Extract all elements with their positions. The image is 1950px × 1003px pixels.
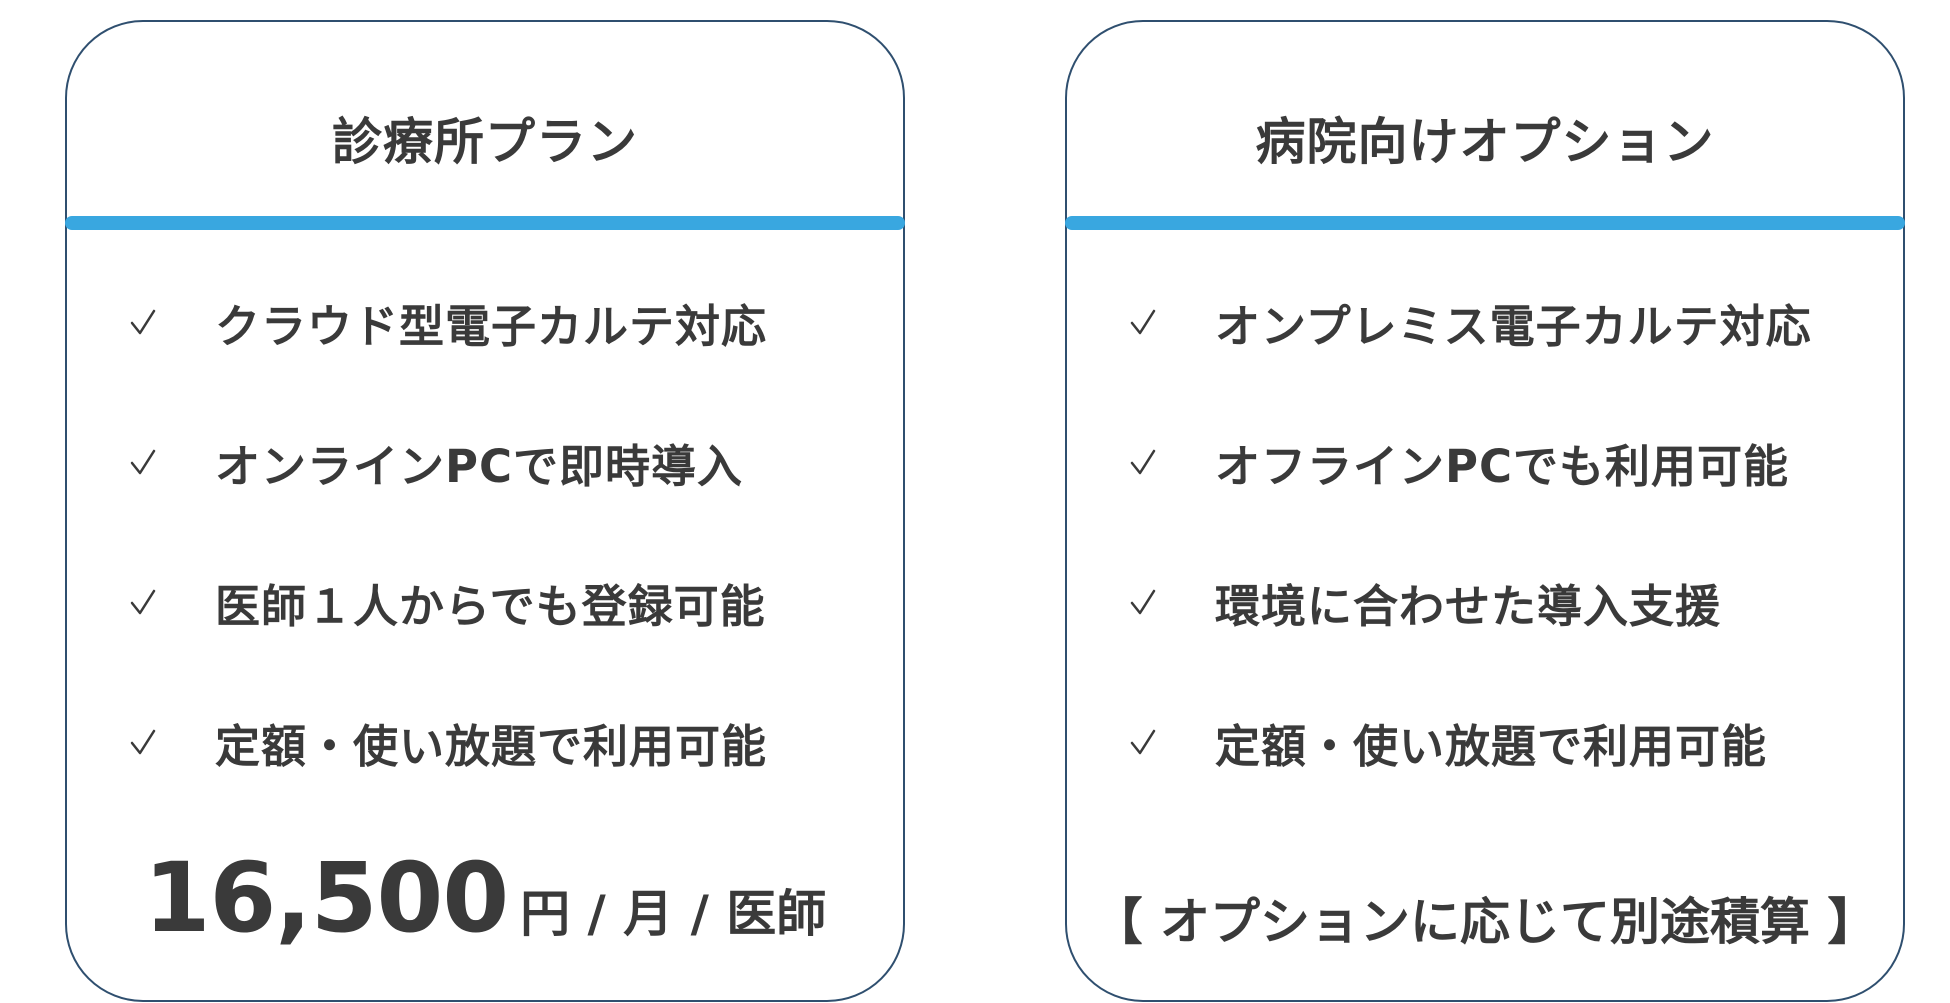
check-icon <box>1130 589 1156 615</box>
check-icon <box>130 589 156 615</box>
card-title: 診療所プラン <box>332 113 638 171</box>
feature-label: 医師１人からでも登録可能 <box>215 579 766 633</box>
feature-label: 定額・使い放題で利用可能 <box>1215 719 1768 773</box>
check-icon <box>130 449 156 475</box>
feature-label: クラウド型電子カルテ対応 <box>215 299 768 353</box>
feature-list: クラウド型電子カルテ対応 オンラインPCで即時導入 医師１人からでも登録可能 定… <box>127 252 883 812</box>
price-amount: 16,500 <box>143 842 509 954</box>
option-note: 【 オプションに応じて別途積算 】 <box>1092 893 1878 951</box>
list-item: 定額・使い放題で利用可能 <box>127 672 883 812</box>
list-item: オフラインPCでも利用可能 <box>1127 392 1883 532</box>
feature-label: オンプレミス電子カルテ対応 <box>1215 299 1812 353</box>
feature-label: 環境に合わせた導入支援 <box>1215 579 1722 633</box>
check-icon <box>1130 309 1156 335</box>
title-divider <box>1065 216 1905 230</box>
check-icon <box>130 309 156 335</box>
check-icon <box>1130 729 1156 755</box>
card-title: 病院向けオプション <box>1255 113 1715 171</box>
list-item: オンラインPCで即時導入 <box>127 392 883 532</box>
feature-label: オフラインPCでも利用可能 <box>1215 439 1790 493</box>
feature-list: オンプレミス電子カルテ対応 オフラインPCでも利用可能 環境に合わせた導入支援 … <box>1127 252 1883 812</box>
check-icon <box>1130 449 1156 475</box>
list-item: 医師１人からでも登録可能 <box>127 532 883 672</box>
list-item: オンプレミス電子カルテ対応 <box>1127 252 1883 392</box>
hospital-option-card: 病院向けオプション オンプレミス電子カルテ対応 オフラインPCでも利用可能 環境… <box>1065 20 1905 1002</box>
feature-label: 定額・使い放題で利用可能 <box>215 719 768 773</box>
price-unit: 円 / 月 / 医師 <box>520 885 827 943</box>
feature-label: オンラインPCで即時導入 <box>215 439 744 493</box>
check-icon <box>130 729 156 755</box>
list-item: 環境に合わせた導入支援 <box>1127 532 1883 672</box>
list-item: クラウド型電子カルテ対応 <box>127 252 883 392</box>
clinic-plan-card: 診療所プラン クラウド型電子カルテ対応 オンラインPCで即時導入 医師１人からで… <box>65 20 905 1002</box>
title-divider <box>65 216 905 230</box>
list-item: 定額・使い放題で利用可能 <box>1127 672 1883 812</box>
